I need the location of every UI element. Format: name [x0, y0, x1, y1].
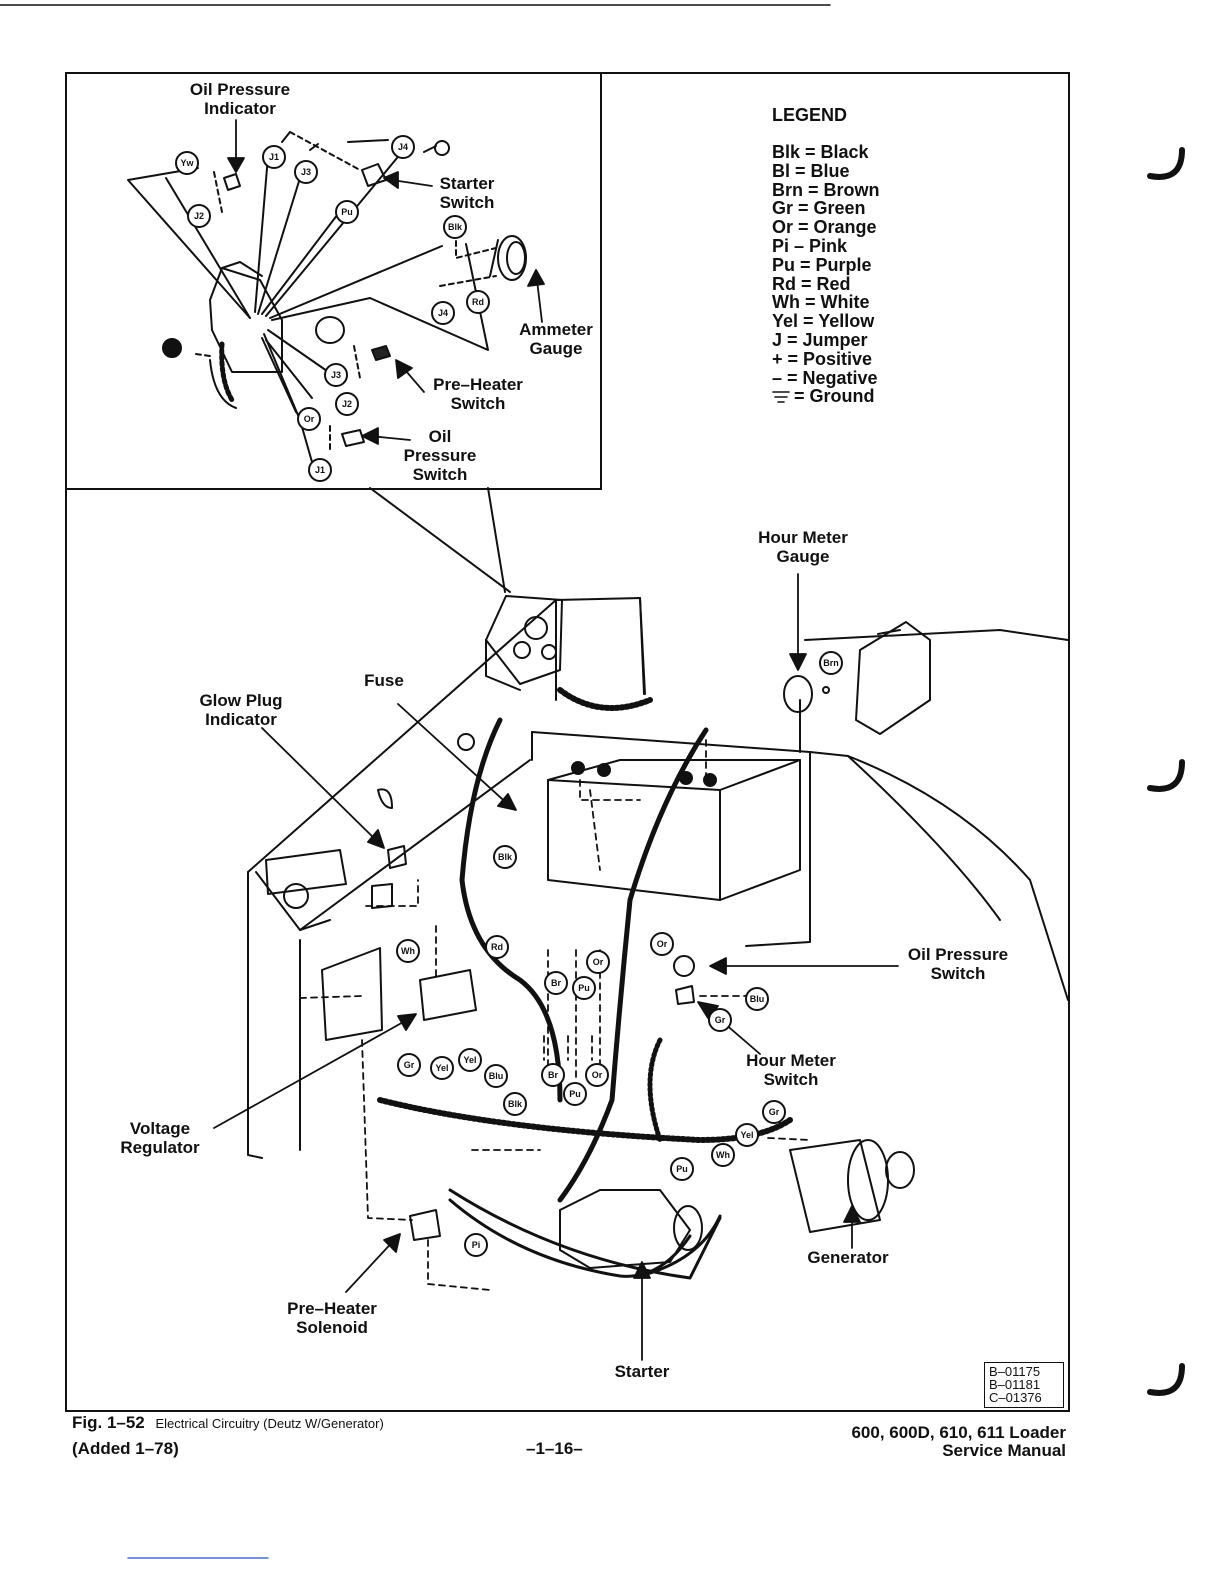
legend-entry: Or = Orange [772, 217, 877, 238]
wire-tag: Rd [485, 935, 509, 959]
wire-tag: Gr [708, 1008, 732, 1032]
wire-tag: Brn [819, 651, 843, 675]
figure-number: Fig. 1–52 [72, 1413, 145, 1432]
legend-entry: Blk = Black [772, 142, 869, 162]
wire-tag: J4 [391, 135, 415, 159]
wire-tag: Blu [484, 1064, 508, 1088]
label-oil-pressure-switch: Oil Pressure Switch [907, 945, 1009, 983]
wire-tag: Blu [745, 987, 769, 1011]
label-voltage-regulator: Voltage Regulator [120, 1119, 200, 1157]
label-pre-heater-solenoid: Pre–Heater Solenoid [287, 1299, 377, 1337]
label-generator: Generator [807, 1248, 889, 1267]
wire-tag: Wh [396, 939, 420, 963]
wire-tag: Yel [430, 1056, 454, 1080]
drawing-id: C–01376 [989, 1390, 1042, 1405]
wire-tag: J1 [308, 458, 332, 482]
wire-tag: Blk [493, 845, 517, 869]
wire-tag: Pi [464, 1233, 488, 1257]
label-fuse: Fuse [364, 671, 404, 690]
legend-entry: Brn = Brown [772, 179, 880, 200]
legend-entry: J = Jumper [772, 329, 868, 350]
wire-tag: J1 [262, 145, 286, 169]
inset-label-starter-switch: Starter Switch [439, 174, 495, 212]
legend-entry: + = Positive [772, 348, 873, 369]
label-glow-plug-indicator: Glow Plug Indicator [199, 691, 283, 729]
inset-frame [65, 72, 602, 490]
legend-entry: Gr = Green [772, 198, 866, 219]
added-note: (Added 1–78) [72, 1439, 179, 1458]
manual-title: 600, 600D, 610, 611 Loader Service Manua… [800, 1424, 1066, 1460]
inset-label-pre-heater-switch: Pre–Heater Switch [433, 375, 523, 413]
page-number: –1–16– [526, 1439, 583, 1458]
drawing-id: B–01175 [989, 1364, 1041, 1379]
wire-tag: Blk [503, 1092, 527, 1116]
wire-tag: Rd [466, 290, 490, 314]
label-starter: Starter [614, 1362, 670, 1381]
wire-tag: Pu [572, 976, 596, 1000]
wire-tag: Yel [735, 1123, 759, 1147]
wire-tag: Br [544, 971, 568, 995]
wire-tag: Wh [711, 1143, 735, 1167]
wire-tag: J3 [324, 363, 348, 387]
figure-caption: Fig. 1–52 Electrical Circuitry (Deutz W/… [72, 1413, 384, 1433]
drawing-id: B–01181 [989, 1377, 1041, 1392]
wire-tag: J2 [187, 204, 211, 228]
wire-tag: Gr [762, 1100, 786, 1124]
legend-entry: – = Negative [772, 367, 878, 388]
wire-tag: Blk [443, 215, 467, 239]
wire-tag: Or [585, 1063, 609, 1087]
inset-label-ammeter-gauge: Ammeter Gauge [519, 320, 593, 358]
wire-tag: Or [586, 950, 610, 974]
wire-tag: J4 [431, 301, 455, 325]
wire-tag: Yel [458, 1048, 482, 1072]
wire-tag: Yw [175, 151, 199, 175]
label-hour-meter-switch: Hour Meter Switch [746, 1051, 836, 1089]
legend-title: LEGEND [772, 105, 848, 125]
figure-caption-text: Electrical Circuitry (Deutz W/Generator) [155, 1416, 384, 1431]
wire-tag: Or [650, 932, 674, 956]
wire-tag: Pu [563, 1082, 587, 1106]
legend-entry: = Ground [794, 386, 875, 407]
legend-entry: Pi – Pink [772, 235, 848, 256]
manual-title-line-2: Service Manual [942, 1441, 1066, 1460]
manual-title-line-1: 600, 600D, 610, 611 Loader [851, 1423, 1066, 1442]
wire-tag: Gr [397, 1053, 421, 1077]
legend-entry: Yel = Yellow [772, 311, 875, 332]
inset-label-oil-pressure-switch: Oil Pressure Switch [403, 427, 477, 484]
wire-tag: Pu [670, 1157, 694, 1181]
wire-tag: Or [297, 407, 321, 431]
wire-tag: Pu [335, 200, 359, 224]
inset-label-oil-pressure-indicator: Oil Pressure Indicator [189, 80, 291, 118]
legend-entry: Bl = Blue [772, 160, 850, 181]
wire-tag: J3 [294, 160, 318, 184]
wire-tag: J2 [335, 392, 359, 416]
wire-tag: Br [541, 1063, 565, 1087]
legend-entry: Pu = Purple [772, 254, 872, 275]
legend-entry: Rd = Red [772, 273, 851, 294]
label-hour-meter-gauge: Hour Meter Gauge [758, 528, 848, 566]
legend-entry: Wh = White [772, 292, 870, 313]
